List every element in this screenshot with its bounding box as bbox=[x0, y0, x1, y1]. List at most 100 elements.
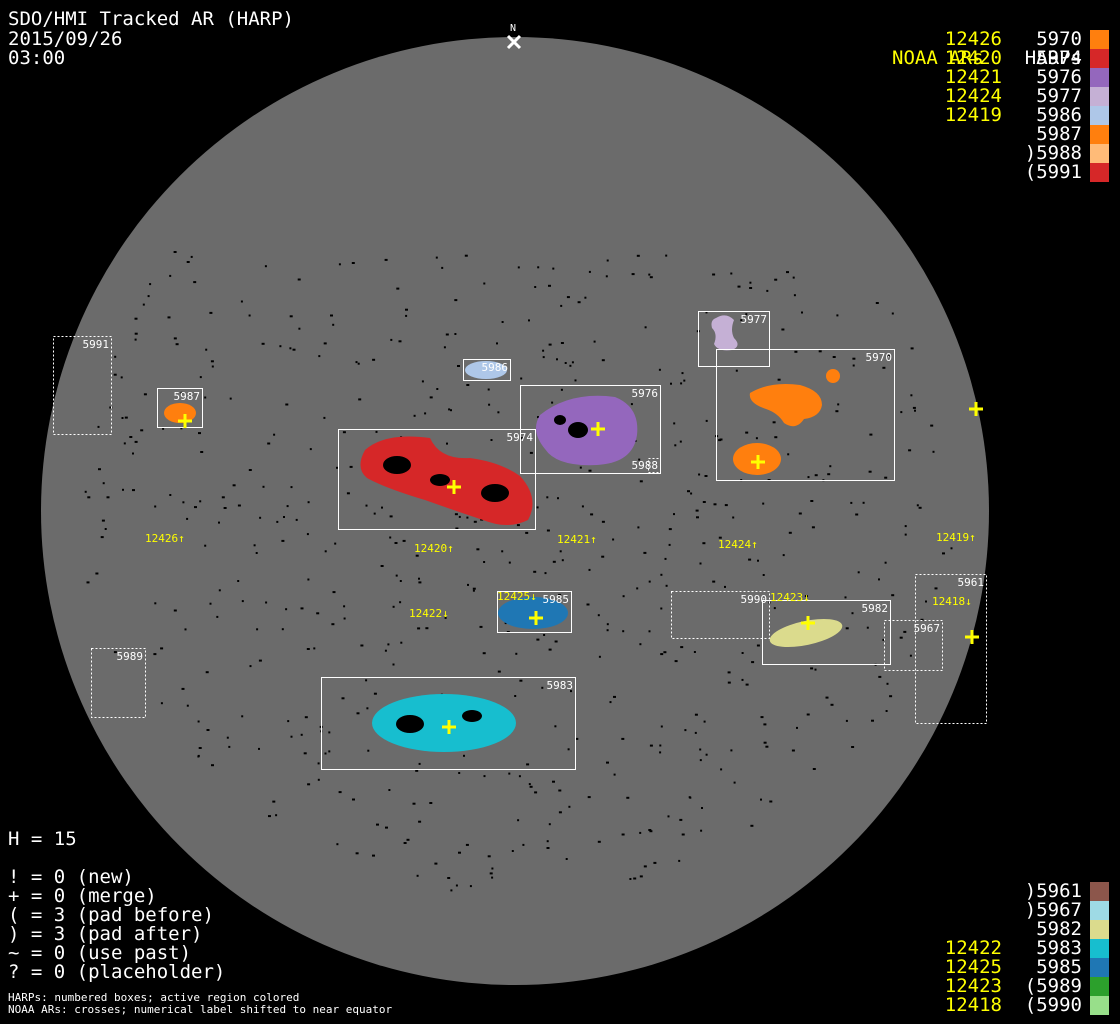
magnetic-speckle bbox=[832, 356, 836, 358]
magnetic-speckle bbox=[703, 720, 706, 723]
magnetic-speckle bbox=[324, 752, 327, 755]
magnetic-speckle bbox=[750, 824, 754, 827]
magnetic-speckle bbox=[323, 342, 327, 345]
magnetic-speckle bbox=[256, 628, 259, 631]
magnetic-speckle bbox=[745, 313, 748, 316]
noaa-ar-cross-icon bbox=[751, 455, 765, 469]
harp-box-5991[interactable] bbox=[53, 336, 112, 435]
magnetic-speckle bbox=[528, 783, 531, 786]
magnetic-speckle bbox=[548, 823, 551, 826]
harp-box-5970[interactable] bbox=[716, 349, 895, 481]
magnetic-speckle bbox=[338, 791, 342, 794]
magnetic-speckle bbox=[424, 412, 427, 415]
magnetic-speckle bbox=[705, 753, 708, 756]
magnetic-speckle bbox=[303, 752, 307, 755]
magnetic-speckle bbox=[465, 843, 469, 846]
magnetic-speckle bbox=[399, 580, 402, 582]
magnetic-speckle bbox=[565, 858, 568, 860]
magnetic-speckle bbox=[406, 838, 410, 841]
magnetic-speckle bbox=[900, 411, 903, 414]
harp-box-5987[interactable] bbox=[157, 388, 203, 428]
magnetic-speckle bbox=[812, 768, 816, 770]
magnetic-speckle bbox=[810, 500, 814, 502]
magnetic-speckle bbox=[690, 492, 693, 495]
magnetic-speckle bbox=[518, 775, 521, 778]
harp-box-5985[interactable] bbox=[497, 591, 572, 633]
harp-box-5986[interactable] bbox=[463, 359, 511, 381]
magnetic-speckle bbox=[365, 679, 368, 682]
magnetic-speckle bbox=[132, 452, 134, 455]
harp-box-label: 5989 bbox=[117, 650, 144, 663]
magnetic-speckle bbox=[455, 527, 459, 530]
legend-row: (5991 bbox=[892, 163, 1109, 182]
magnetic-speckle bbox=[444, 616, 447, 619]
magnetic-speckle bbox=[352, 798, 355, 801]
harp-box-5982[interactable] bbox=[762, 600, 891, 665]
note-harps: HARPs: numbered boxes; active region col… bbox=[8, 991, 300, 1004]
sunspot bbox=[554, 415, 566, 425]
magnetic-speckle bbox=[593, 340, 596, 343]
magnetic-speckle bbox=[760, 798, 762, 801]
harp-box-5989[interactable] bbox=[91, 648, 146, 718]
magnetic-speckle bbox=[633, 877, 637, 880]
magnetic-speckle bbox=[491, 876, 494, 879]
magnetic-speckle bbox=[818, 350, 822, 353]
h-count: H = 15 bbox=[8, 828, 77, 850]
magnetic-speckle bbox=[904, 533, 907, 536]
magnetic-speckle bbox=[560, 388, 563, 391]
magnetic-speckle bbox=[450, 889, 453, 892]
active-region-blob bbox=[711, 315, 738, 351]
noaa-ar-cross-icon bbox=[447, 480, 461, 494]
magnetic-speckle bbox=[866, 626, 869, 629]
harp-box-5988[interactable] bbox=[648, 458, 661, 473]
magnetic-speckle bbox=[290, 486, 293, 489]
magnetic-speckle bbox=[537, 416, 539, 419]
magnetic-speckle bbox=[546, 847, 550, 849]
magnetic-speckle bbox=[97, 425, 100, 428]
harp-box-5983[interactable] bbox=[321, 677, 576, 770]
magnetic-speckle bbox=[469, 885, 472, 888]
magnetic-speckle bbox=[134, 332, 138, 335]
magnetic-speckle bbox=[613, 695, 616, 698]
magnetic-speckle bbox=[508, 561, 511, 564]
magnetic-speckle bbox=[400, 641, 403, 644]
magnetic-speckle bbox=[458, 772, 461, 774]
magnetic-speckle bbox=[351, 262, 355, 264]
magnetic-speckle bbox=[173, 337, 177, 340]
harp-color-swatch bbox=[1090, 49, 1109, 68]
harp-number: )5988 bbox=[1024, 142, 1082, 164]
magnetic-speckle bbox=[925, 600, 927, 603]
harp-box-label: 5967 bbox=[914, 622, 941, 635]
harp-box-5990[interactable] bbox=[671, 591, 770, 639]
harp-box-5961[interactable] bbox=[915, 574, 987, 724]
magnetic-speckle bbox=[525, 531, 529, 534]
magnetic-speckle bbox=[421, 380, 424, 383]
magnetic-speckle bbox=[109, 406, 113, 409]
magnetic-speckle bbox=[381, 506, 383, 509]
magnetic-speckle bbox=[639, 831, 642, 834]
magnetic-speckle bbox=[241, 715, 244, 718]
magnetic-speckle bbox=[200, 451, 204, 453]
active-region-blob bbox=[465, 361, 507, 379]
harp-box-label: 5990 bbox=[741, 593, 768, 606]
magnetic-speckle bbox=[529, 451, 533, 454]
magnetic-speckle bbox=[497, 411, 500, 414]
harp-box-5967[interactable] bbox=[884, 620, 943, 671]
magnetic-speckle bbox=[659, 744, 662, 747]
harp-box-5974[interactable] bbox=[338, 429, 536, 530]
magnetic-speckle bbox=[806, 713, 810, 716]
magnetic-speckle bbox=[749, 281, 752, 284]
magnetic-speckle bbox=[658, 368, 661, 371]
sunspot bbox=[383, 456, 411, 474]
magnetic-speckle bbox=[575, 737, 579, 740]
magnetic-speckle bbox=[204, 396, 207, 399]
magnetic-speckle bbox=[571, 361, 574, 364]
magnetic-speckle bbox=[355, 852, 359, 855]
magnetic-speckle bbox=[727, 671, 731, 674]
magnetic-speckle bbox=[643, 551, 647, 554]
harp-box-5977[interactable] bbox=[698, 311, 770, 367]
harp-box-label: 5991 bbox=[83, 338, 110, 351]
magnetic-speckle bbox=[193, 281, 197, 284]
